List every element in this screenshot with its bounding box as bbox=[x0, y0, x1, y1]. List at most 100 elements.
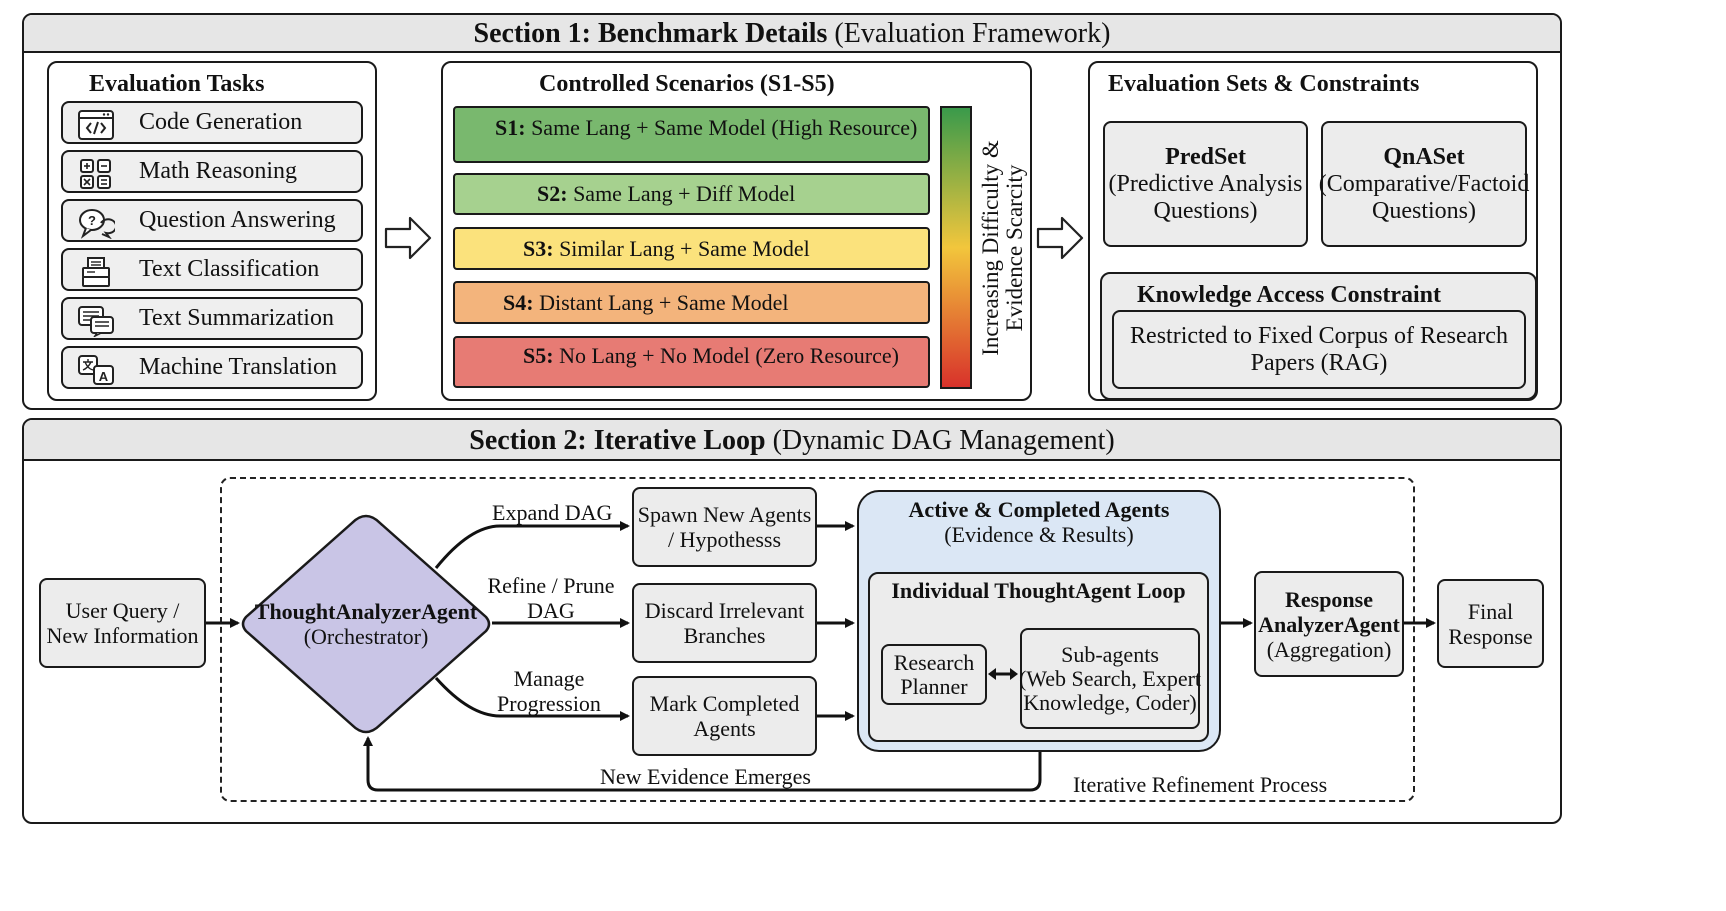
evaluation-sets-heading: Evaluation Sets & Constraints bbox=[1108, 71, 1420, 97]
scenario-s3: S3: Similar Lang + Same Model bbox=[453, 227, 930, 270]
scenario-id: S1: bbox=[495, 115, 526, 140]
sub-agents-box: Sub-agents (Web Search, Expert Knowledge… bbox=[1018, 628, 1202, 729]
difficulty-gradient-bar bbox=[940, 106, 972, 389]
scenario-s5: S5: No Lang + No Model (Zero Resource) bbox=[453, 336, 930, 388]
restricted-corpus-line1: Restricted to Fixed Corpus of Research bbox=[1130, 322, 1508, 349]
label-refine-line1: Refine / Prune bbox=[487, 573, 615, 598]
planner-line1: Research bbox=[893, 649, 975, 675]
subagents-line3: Knowledge, Coder) bbox=[1023, 689, 1197, 715]
discard-line2: Branches bbox=[683, 623, 766, 648]
predset-line2: Questions) bbox=[1153, 197, 1258, 224]
document-stack-icon bbox=[82, 257, 110, 287]
orchestrator-diamond bbox=[241, 514, 491, 734]
edge-expand-dag bbox=[434, 521, 630, 569]
scenario-text: No Lang + No Model (Zero Resource) bbox=[559, 343, 899, 368]
predset-title: PredSet bbox=[1165, 143, 1246, 170]
task-label: Question Answering bbox=[139, 207, 336, 233]
spawn-agents-box: Spawn New Agents / Hypothesss bbox=[632, 487, 817, 567]
scenario-text: Distant Lang + Same Model bbox=[539, 289, 789, 315]
task-label: Text Classification bbox=[139, 256, 320, 282]
user-query-box: User Query / New Information bbox=[39, 578, 206, 668]
label-manage-progression: Manage Progression bbox=[480, 666, 618, 716]
controlled-scenarios-heading: Controlled Scenarios (S1-S5) bbox=[539, 71, 835, 97]
qnaset-box: QnASet (Comparative/Factoid Questions) bbox=[1318, 121, 1530, 247]
label-refine-line2: DAG bbox=[527, 598, 575, 623]
scenario-id: S5: bbox=[523, 343, 554, 368]
mark-line2: Agents bbox=[693, 716, 756, 741]
section2-title-rest: (Dynamic DAG Management) bbox=[772, 425, 1115, 456]
predset-box: PredSet (Predictive Analysis Questions) bbox=[1103, 121, 1308, 247]
scenario-text: Same Lang + Diff Model bbox=[573, 181, 796, 206]
scenario-text: Similar Lang + Same Model bbox=[559, 235, 810, 261]
final-line2: Response bbox=[1448, 623, 1533, 649]
section2-title: Section 2: Iterative Loop (Dynamic DAG M… bbox=[24, 425, 1560, 457]
scenario-text: Same Lang + Same Model (High Resource) bbox=[531, 115, 918, 140]
section1-title-bold: Section 1: Benchmark Details bbox=[473, 18, 828, 49]
task-text-classification: Text Classification bbox=[61, 248, 363, 291]
task-code-generation: Code Generation bbox=[61, 101, 363, 144]
translate-icon: A bbox=[78, 355, 114, 385]
task-label: Code Generation bbox=[139, 109, 303, 135]
scenario-id: S4: bbox=[503, 289, 534, 315]
final-response-box: Final Response bbox=[1437, 579, 1544, 668]
knowledge-constraint-title: Knowledge Access Constraint bbox=[1137, 282, 1441, 308]
scenario-s2: S2: Same Lang + Diff Model bbox=[453, 173, 930, 215]
user-query-line2: New Information bbox=[46, 623, 199, 648]
response-line2: AnalyzerAgent bbox=[1258, 611, 1400, 637]
restricted-corpus-line2: Papers (RAG) bbox=[1250, 349, 1388, 376]
final-line1: Final bbox=[1467, 598, 1514, 624]
discard-line1: Discard Irrelevant bbox=[644, 598, 805, 623]
edge-new-evidence-feedback bbox=[363, 736, 1042, 792]
section1-title-rest: (Evaluation Framework) bbox=[834, 18, 1111, 49]
label-manage-line2: Progression bbox=[497, 691, 601, 716]
hollow-arrow-icon bbox=[1036, 216, 1084, 260]
svg-text:?: ? bbox=[88, 213, 96, 228]
edge-manage-progression bbox=[434, 676, 630, 721]
restricted-corpus-box: Restricted to Fixed Corpus of Research P… bbox=[1112, 310, 1526, 389]
spawn-line1: Spawn New Agents bbox=[637, 502, 812, 527]
code-icon bbox=[78, 110, 114, 140]
task-question-answering: ? Question Answering bbox=[61, 199, 363, 242]
response-analyzer-box: Response AnalyzerAgent (Aggregation) bbox=[1254, 571, 1404, 677]
scenario-id: S2: bbox=[537, 181, 568, 206]
research-planner-box: Research Planner bbox=[881, 644, 987, 705]
svg-text:A: A bbox=[99, 369, 109, 384]
evaluation-tasks-heading: Evaluation Tasks bbox=[89, 71, 265, 97]
scenario-s4: S4: Distant Lang + Same Model bbox=[453, 281, 930, 324]
task-machine-translation: A Machine Translation bbox=[61, 346, 363, 389]
subagents-line1: Sub-agents bbox=[1061, 641, 1159, 667]
orchestrator-label: ThoughtAnalyzerAgent (Orchestrator) bbox=[238, 513, 494, 735]
spawn-line2: / Hypothesss bbox=[667, 527, 782, 552]
user-query-line1: User Query / bbox=[65, 598, 180, 623]
label-refine-prune: Refine / Prune DAG bbox=[480, 573, 622, 623]
bidirectional-arrow-icon bbox=[988, 668, 1018, 680]
mark-line1: Mark Completed bbox=[649, 691, 800, 716]
active-agents-subtitle: (Evidence & Results) bbox=[944, 522, 1134, 547]
discard-branches-box: Discard Irrelevant Branches bbox=[632, 583, 817, 663]
task-math-reasoning: Math Reasoning bbox=[61, 150, 363, 193]
section1-header: Section 1: Benchmark Details (Evaluation… bbox=[24, 15, 1560, 53]
section2-title-bold: Section 2: Iterative Loop bbox=[469, 425, 766, 456]
calculator-icon bbox=[80, 159, 111, 189]
orchestrator-name: ThoughtAnalyzerAgent bbox=[254, 599, 478, 624]
task-label: Text Summarization bbox=[139, 305, 334, 331]
question-chat-icon: ? bbox=[79, 209, 115, 239]
label-expand-dag: Expand DAG bbox=[492, 500, 613, 525]
qnaset-title: QnASet bbox=[1383, 143, 1465, 170]
label-iterative-refinement: Iterative Refinement Process bbox=[1073, 772, 1328, 797]
scenario-s1: S1: Same Lang + Same Model (High Resourc… bbox=[453, 106, 930, 163]
task-text-summarization: Text Summarization bbox=[61, 297, 363, 340]
planner-line2: Planner bbox=[900, 673, 968, 699]
iterative-loop-region bbox=[220, 477, 1415, 802]
summary-chat-icon bbox=[78, 306, 114, 337]
mark-completed-box: Mark Completed Agents bbox=[632, 676, 817, 756]
thoughtagent-loop-title: Individual ThoughtAgent Loop bbox=[891, 578, 1186, 603]
section2-header: Section 2: Iterative Loop (Dynamic DAG M… bbox=[24, 420, 1560, 461]
qnaset-line1: (Comparative/Factoid bbox=[1318, 170, 1530, 197]
label-manage-line1: Manage bbox=[513, 666, 585, 691]
subagents-line2: (Web Search, Expert bbox=[1018, 665, 1202, 691]
task-label: Machine Translation bbox=[139, 354, 337, 380]
section1-title: Section 1: Benchmark Details (Evaluation… bbox=[24, 18, 1560, 50]
qnaset-line2: Questions) bbox=[1372, 197, 1476, 224]
